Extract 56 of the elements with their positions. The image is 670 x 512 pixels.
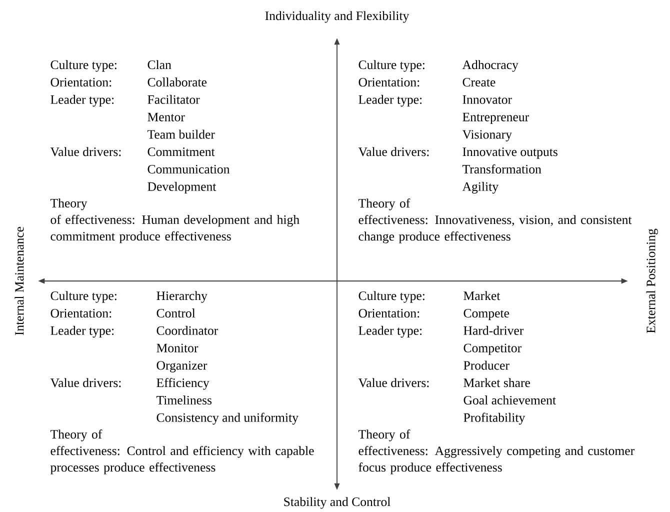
field-value: Transformation bbox=[462, 164, 542, 174]
field-label: Value drivers: bbox=[50, 378, 121, 388]
field-label: Value drivers: bbox=[358, 147, 429, 156]
field-label: Culture type: bbox=[358, 291, 424, 303]
field-label: Orientation: bbox=[50, 78, 112, 87]
axis-label: Internal Maintenance bbox=[14, 226, 24, 336]
field-label: Culture type: bbox=[50, 60, 116, 72]
field-value: Organizer bbox=[156, 361, 208, 372]
field-value: Innovator bbox=[462, 95, 512, 104]
field-value: Collaborate bbox=[148, 78, 207, 87]
field-value: Facilitator bbox=[148, 94, 200, 104]
field-value: Coordinator bbox=[156, 326, 218, 335]
field-value: Profitability bbox=[464, 412, 526, 425]
field-value: Commitment bbox=[148, 148, 215, 156]
field-value: Hard-driver bbox=[464, 326, 524, 335]
field-value: Create bbox=[462, 78, 496, 87]
field-value: Development bbox=[148, 182, 216, 194]
field-value: Goal achievement bbox=[464, 396, 556, 405]
field-value: Timeliness bbox=[156, 396, 212, 405]
field-value: Monitor bbox=[156, 344, 198, 352]
theory-text: Theory of effectiveness: Aggressively competing and customer focus produce effectiveness bbox=[358, 429, 634, 474]
field-value: Adhocracy bbox=[462, 60, 518, 72]
field-label: Culture type: bbox=[358, 60, 424, 72]
field-label: Culture type: bbox=[50, 291, 116, 303]
axis-label: External Positioning bbox=[646, 228, 658, 334]
field-value: Agility bbox=[462, 182, 498, 194]
field-value: Compete bbox=[464, 308, 510, 320]
field-value: Market share bbox=[464, 378, 530, 388]
field-label: Leader type: bbox=[358, 94, 422, 107]
axis-label: Individuality and Flexibility bbox=[265, 11, 410, 23]
field-label: Orientation: bbox=[358, 78, 420, 87]
field-label: Leader type: bbox=[358, 326, 422, 338]
field-label: Leader type: bbox=[50, 94, 114, 107]
field-value: Market bbox=[464, 291, 500, 300]
axis-label: Stability and Control bbox=[284, 497, 390, 509]
field-value: Hierarchy bbox=[156, 291, 208, 303]
field-value: Team builder bbox=[148, 130, 215, 139]
field-label: Orientation: bbox=[358, 308, 420, 318]
field-label: Value drivers: bbox=[50, 147, 121, 156]
field-value: Communication bbox=[148, 164, 230, 174]
field-value: Control bbox=[156, 308, 196, 318]
field-value: Producer bbox=[464, 360, 510, 370]
field-value: Visionary bbox=[462, 130, 512, 142]
field-value: Clan bbox=[148, 60, 172, 70]
field-value: Efficiency bbox=[156, 378, 210, 390]
field-value: Consistency and uniformity bbox=[156, 412, 298, 425]
theory-text: Theory of effectiveness: Human development and high commitment produce effectiveness bbox=[50, 198, 300, 244]
field-label: Orientation: bbox=[50, 308, 112, 318]
field-value: Innovative outputs bbox=[462, 148, 558, 159]
field-value: Mentor bbox=[148, 112, 185, 122]
theory-text: Theory of effectiveness: Control and efficiency with capable processes produce effectiveness bbox=[50, 429, 314, 474]
field-value: Competitor bbox=[464, 344, 522, 355]
field-value: Entrepreneur bbox=[462, 112, 529, 124]
field-label: Leader type: bbox=[50, 326, 114, 338]
theory-text: Theory of effectiveness: Innovativeness, vision, and consistent change produce effectiveness bbox=[358, 198, 632, 244]
field-label: Value drivers: bbox=[358, 378, 429, 388]
